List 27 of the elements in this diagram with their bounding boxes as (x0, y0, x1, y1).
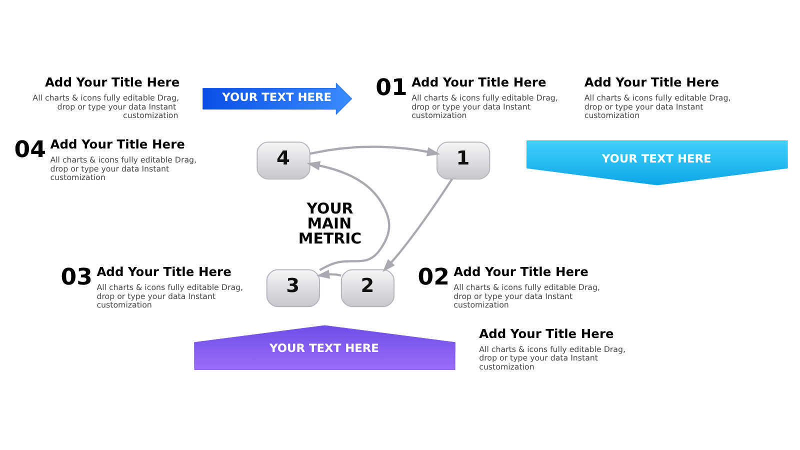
arrow (382, 178, 453, 272)
arrow (310, 146, 440, 156)
label: 01 (376, 75, 408, 102)
label: 02 (418, 264, 450, 290)
label: 03 (60, 264, 92, 290)
node-box: 4 (256, 142, 310, 180)
node-label: Add Your Title Here (44, 76, 180, 90)
node-box: 1 (436, 142, 490, 180)
node-box: 2 (340, 269, 395, 308)
node-label: Add Your Title Here (50, 137, 185, 152)
label: All charts & icons fully editable Drag, drop or type your data Instant customization (96, 283, 244, 310)
arrow (316, 270, 342, 279)
node-label: Add Your Title Here (412, 76, 546, 90)
label: 04 (14, 136, 46, 163)
label: Add Your Title Here (479, 326, 614, 341)
node-box: 3 (266, 269, 320, 308)
label: All charts & icons fully editable Drag, drop or type your data Instant customization (454, 283, 600, 310)
label: Add Your Title Here (454, 265, 588, 280)
arrow (306, 161, 390, 271)
label: All charts & icons fully editable Drag, drop or type your data Instant customization (584, 94, 731, 120)
node-label: All charts & icons fully editable Drag, drop or type your data Instant customization (50, 155, 197, 182)
label: Add Your Title Here (584, 76, 720, 90)
label: All charts & icons fully editable Drag, drop or type your data Instant customization (479, 344, 626, 372)
node-label: All charts & icons fully editable Drag, drop or type your data Instant customization (32, 94, 180, 120)
node-label: All charts & icons fully editable Drag, drop or type your data Instant customization (412, 94, 558, 120)
label: Add Your Title Here (96, 265, 232, 280)
label: YOUR MAIN METRIC (298, 200, 362, 248)
